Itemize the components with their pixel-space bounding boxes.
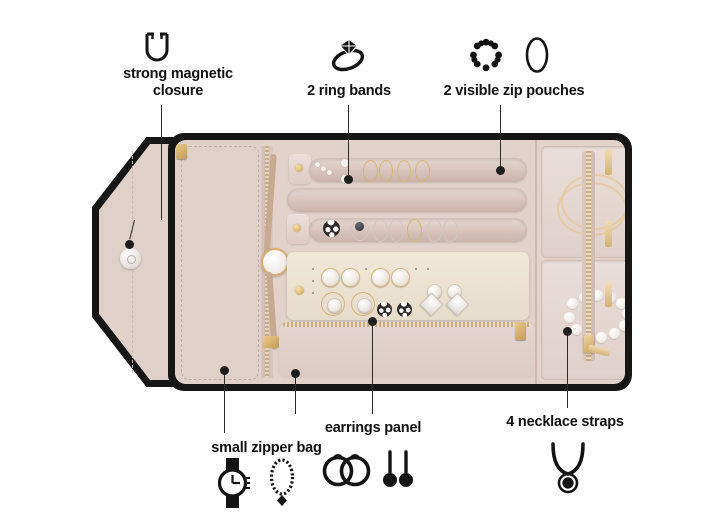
stud-earring-1 — [321, 268, 340, 287]
fold-panel-stitching — [181, 146, 259, 380]
pearl-bead-1 — [567, 298, 578, 309]
leader-dot-zip-pouches — [496, 166, 505, 175]
magnetic-snap-button — [120, 248, 141, 269]
ring-gold-2 — [379, 160, 393, 182]
ring-gold-1 — [363, 160, 378, 182]
watch-face — [261, 248, 289, 276]
label-strong-magnetic-closure: strong magnetic closure — [123, 66, 233, 99]
leader-line-small-bag-2 — [295, 374, 297, 414]
ring-gold-3 — [397, 160, 411, 182]
zipper-pull-top — [176, 144, 187, 159]
watch-icon — [214, 458, 252, 513]
ring-gold-5 — [407, 219, 422, 242]
leader-line-magnetic — [161, 105, 163, 220]
necklace-strap-3 — [605, 221, 612, 247]
organizer-body-interior — [175, 140, 625, 384]
pearl-bead-7 — [619, 320, 625, 331]
stud-earring-3 — [371, 268, 390, 287]
pearl-bead-8 — [609, 328, 620, 339]
small-zipper-bag — [279, 324, 535, 378]
label-earrings-panel: earrings panel — [324, 420, 422, 436]
pearl-bead-12 — [564, 312, 575, 323]
leader-dot-necklace-straps — [563, 327, 572, 336]
earring-hole-3 — [312, 292, 315, 295]
leader-dot-earrings-panel — [368, 317, 377, 326]
leader-line-zip-pouches — [500, 105, 502, 168]
product-illustration — [92, 133, 632, 391]
leader-line-necklace-straps — [567, 332, 569, 408]
ring-pearl-3 — [327, 170, 332, 175]
leader-dot-magnetic — [125, 240, 134, 249]
small-zipper-bag-zipper — [283, 322, 531, 327]
ring-gem-gold-1 — [295, 164, 303, 172]
panel-divider-seam — [535, 140, 537, 384]
main-zipper-teeth — [586, 151, 591, 361]
main-zipper-track — [582, 151, 595, 361]
label-2-visible-zip-pouches: 2 visible zip pouches — [443, 83, 585, 99]
necklace-strap-4 — [605, 283, 612, 307]
ring-silver-5 — [443, 219, 458, 242]
beaded-bracelet-icon — [469, 38, 503, 77]
stud-earring-4 — [391, 268, 410, 287]
label-4-necklace-straps: 4 necklace straps — [506, 414, 624, 430]
label-small-zipper-bag: small zipper bag — [211, 440, 322, 456]
leader-dot-small-bag-2 — [291, 369, 300, 378]
hoop-earring-2 — [351, 292, 375, 316]
pearl-bead-3 — [592, 290, 603, 301]
necklace-icon — [541, 442, 595, 503]
drop-earrings-icon — [381, 450, 415, 495]
ring-silver-4 — [427, 219, 442, 242]
fold-panel — [175, 140, 263, 384]
watch-buckle — [263, 336, 279, 348]
ring-roll-divider — [287, 188, 527, 212]
leader-dot-ring-bands — [344, 175, 353, 184]
pendant-necklace-icon — [266, 456, 298, 515]
oval-ring-icon — [524, 36, 550, 79]
hoop-earrings-icon — [322, 452, 372, 493]
ring-silver-3 — [389, 219, 404, 242]
hoop-earring-1 — [321, 292, 345, 316]
earring-hole-5 — [415, 268, 418, 271]
diamond-ring-icon — [329, 36, 367, 79]
leader-line-ring-bands — [348, 105, 350, 177]
earring-hole-1 — [312, 268, 315, 271]
pearl-bead-6 — [622, 308, 625, 319]
small-zipper-bag-pull — [515, 322, 526, 340]
ring-gem-gold-2 — [293, 224, 301, 232]
ring-silver-2 — [373, 219, 388, 242]
leader-line-small-bag — [224, 371, 226, 433]
ring-silver-1 — [351, 219, 369, 241]
pearl-bead-9 — [596, 332, 607, 343]
necklace-strap-2 — [605, 149, 612, 175]
ring-pearl-2 — [321, 166, 326, 171]
earring-hole-2 — [312, 280, 315, 283]
pearl-bead-11 — [571, 324, 582, 335]
stud-earring-2 — [341, 268, 360, 287]
earring-hole-6 — [427, 268, 430, 271]
label-2-ring-bands: 2 ring bands — [307, 83, 391, 99]
pearl-bead-5 — [616, 298, 625, 309]
ring-pearl-4 — [341, 159, 349, 167]
ring-gold-4 — [415, 160, 430, 182]
organizer-body-binding — [168, 133, 632, 391]
earring-hole-4 — [365, 268, 368, 271]
main-zipper-pull — [584, 335, 594, 353]
earring-gold-stud — [295, 286, 304, 295]
ring-pearl-1 — [315, 162, 320, 167]
stud-earring-7 — [327, 298, 342, 313]
leader-dot-small-bag — [220, 366, 229, 375]
magnet-icon — [138, 30, 176, 71]
leader-line-earrings-panel — [372, 322, 374, 414]
stud-earring-8 — [357, 298, 372, 313]
